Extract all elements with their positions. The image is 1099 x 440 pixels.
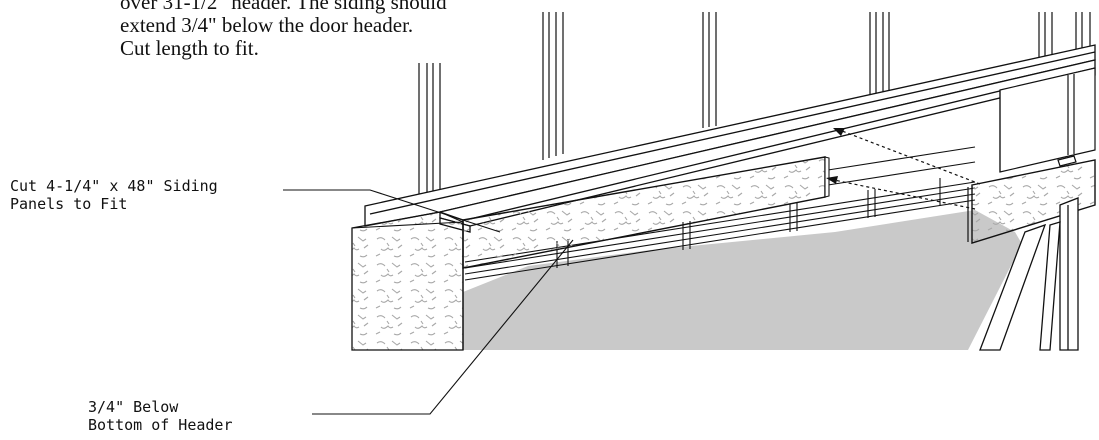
- leader-lines: [283, 189, 574, 415]
- callout-below-header-line1: 3/4" Below: [88, 398, 179, 416]
- left-siding-section: [351, 211, 464, 351]
- callout-cut-panels-line1: Cut 4-1/4" x 48" Siding: [10, 177, 218, 195]
- arrow-heads: [826, 128, 845, 184]
- door-braces: [979, 197, 1079, 351]
- callout-cut-panels: Cut 4-1/4" x 48" Siding Panels to Fit: [10, 177, 218, 213]
- right-wall-panel: [999, 67, 1096, 173]
- callout-below-header: 3/4" Below Bottom of Header: [88, 398, 233, 434]
- instruction-line-1: over 31-1/2" header. The siding should: [120, 0, 447, 14]
- instruction-text: over 31-1/2" header. The siding should e…: [120, 0, 447, 60]
- header-ribbing: [464, 146, 976, 281]
- siding-piece-right: [971, 159, 1096, 244]
- instruction-line-3: Cut length to fit.: [120, 36, 259, 60]
- instruction-line-2: extend 3/4" below the door header.: [120, 13, 414, 37]
- callout-below-header-line2: Bottom of Header: [88, 416, 233, 434]
- siding-strip-end: [824, 156, 830, 198]
- wall-studs: [418, 12, 1091, 198]
- callout-cut-panels-line2: Panels to Fit: [10, 195, 128, 213]
- install-arrows: [833, 130, 981, 210]
- header-beam: [364, 44, 1096, 233]
- floor-area: [463, 210, 1022, 350]
